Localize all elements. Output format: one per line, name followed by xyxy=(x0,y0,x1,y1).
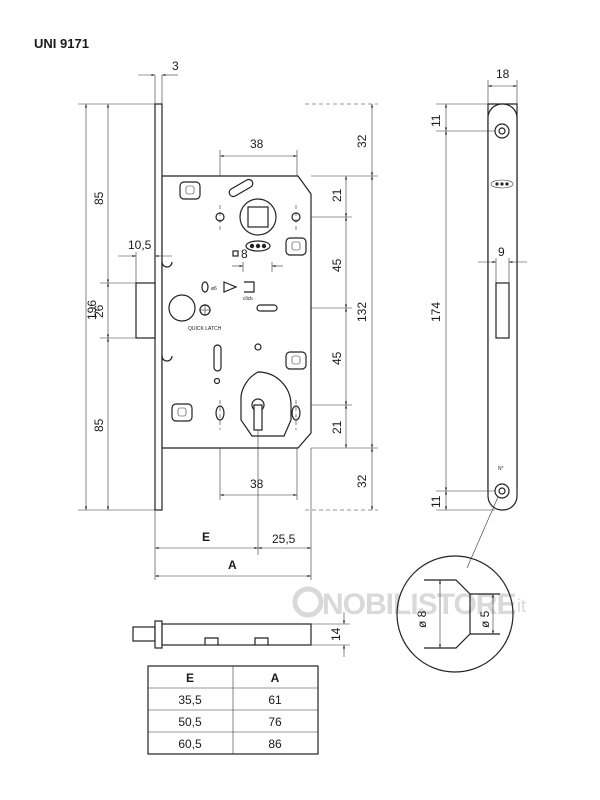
dim-top-plate: 3 xyxy=(172,59,179,73)
side-latch xyxy=(132,626,156,642)
label-quick-latch: QUICK LATCH xyxy=(188,326,222,332)
dim-overall-height: 196 xyxy=(85,300,99,320)
dim-right-21-bottom: 21 xyxy=(330,420,344,434)
click-icon xyxy=(244,281,255,293)
dim-side-14: 14 xyxy=(329,627,343,641)
dim-A: A xyxy=(228,558,237,572)
dim-faceplate-width: 18 xyxy=(496,67,510,81)
dim-right-32-top: 32 xyxy=(355,134,369,148)
cylinder-cutout xyxy=(215,371,301,437)
label-diam6: ø6 xyxy=(211,286,217,292)
table-cell: 61 xyxy=(268,693,282,707)
dimension-table: E A 35,5 61 50,5 76 60,5 86 xyxy=(147,665,319,755)
dim-right-21-top: 21 xyxy=(330,188,344,202)
table-cell: 50,5 xyxy=(178,715,202,729)
dim-spindle-8: 8 xyxy=(241,247,248,261)
watermark-suffix: .it xyxy=(512,596,526,616)
dim-hole-spacing-top: 38 xyxy=(250,137,264,151)
dim-face-11-top: 11 xyxy=(429,114,443,127)
strike-slot xyxy=(495,282,510,339)
dim-latch-offset: 10,5 xyxy=(128,238,152,252)
side-view: 14 xyxy=(132,612,350,657)
spindle-square xyxy=(247,206,269,228)
faceplate-view: N° 18 9 11 174 11 xyxy=(429,67,527,569)
dim-face-174: 174 xyxy=(429,302,443,322)
dim-right-45-bottom: 45 xyxy=(330,351,344,365)
table-cell: 35,5 xyxy=(178,693,202,707)
latch-bolt xyxy=(135,282,156,339)
table-cell: 76 xyxy=(268,715,282,729)
label-n-mark: N° xyxy=(498,466,504,472)
dim-lower-85: 85 xyxy=(92,418,106,432)
latch-lug-top xyxy=(161,261,173,268)
dim-backset-25-5: 25,5 xyxy=(272,532,296,546)
drawing-title: UNI 9171 xyxy=(34,36,89,51)
table-cell: 60,5 xyxy=(178,737,202,751)
dim-right-32-bottom: 32 xyxy=(355,474,369,488)
dim-E: E xyxy=(202,530,210,544)
faceplate xyxy=(154,103,163,511)
latch-lug-bottom xyxy=(161,355,173,362)
table-cell: 86 xyxy=(268,737,282,751)
dim-strike-9: 9 xyxy=(498,245,505,259)
dim-detail-d5: ø 5 xyxy=(478,610,492,628)
countersink-detail: ø 8 ø 5 xyxy=(396,555,514,673)
dim-right-132: 132 xyxy=(355,302,369,322)
table-header-A: A xyxy=(271,671,280,685)
dim-detail-d8: ø 8 xyxy=(415,610,429,628)
latch-direction-icon xyxy=(223,281,238,293)
table-header-E: E xyxy=(186,671,194,685)
dim-hole-spacing-bottom: 38 xyxy=(250,477,264,491)
dim-face-11-bottom: 11 xyxy=(429,495,443,508)
lock-front-view: 8 ø6 click QUICK LATCH xyxy=(78,59,378,580)
quick-latch-hub xyxy=(168,294,196,322)
dim-middle-26: 26 xyxy=(92,304,106,318)
mounting-slots xyxy=(171,181,307,422)
dim-right-45-top: 45 xyxy=(330,258,344,272)
label-click: click xyxy=(243,296,253,302)
dim-upper-85: 85 xyxy=(92,191,106,205)
brand-badge xyxy=(245,240,271,252)
